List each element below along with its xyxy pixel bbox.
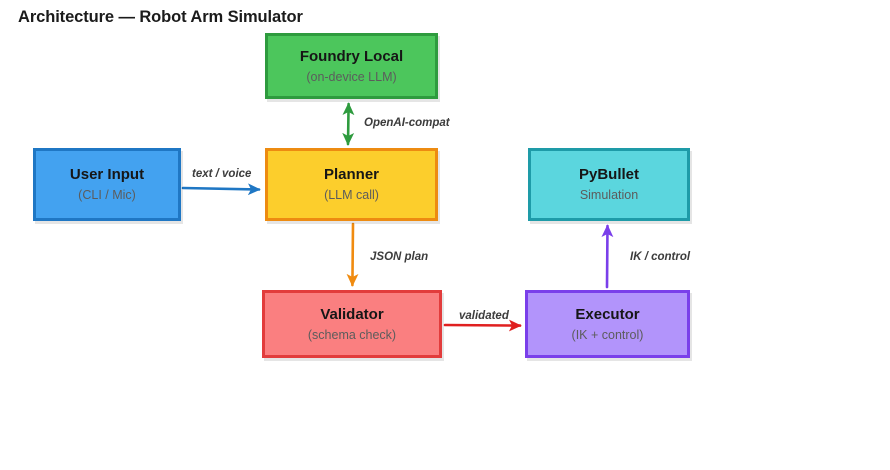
node-title: Foundry Local (299, 47, 404, 65)
edge-ik-control (601, 224, 614, 289)
node-subtitle: (CLI / Mic) (78, 188, 136, 203)
node-subtitle: (schema check) (307, 327, 397, 342)
edge-text-voice (181, 183, 261, 196)
node-subtitle: (IK + control) (571, 327, 644, 342)
edge-label-validated: validated (459, 310, 509, 322)
node-user-input[interactable]: User Input (CLI / Mic) (33, 148, 181, 221)
node-foundry-local[interactable]: Foundry Local (on-device LLM) (265, 33, 438, 99)
node-executor[interactable]: Executor (IK + control) (525, 290, 690, 358)
page-title: Architecture — Robot Arm Simulator (18, 8, 303, 26)
node-title: Executor (575, 305, 640, 323)
node-title: Validator (320, 305, 384, 323)
edge-label-openai-compat: OpenAI-compat (364, 117, 450, 129)
node-title: Planner (323, 166, 380, 184)
node-subtitle: (on-device LLM) (306, 69, 397, 84)
node-subtitle: (LLM call) (324, 188, 379, 203)
edge-label-ik-control: IK / control (630, 251, 691, 263)
node-validator[interactable]: Validator (schema check) (262, 290, 442, 358)
node-title: PyBullet (578, 166, 639, 184)
edge-label-text-voice: text / voice (192, 168, 252, 180)
node-subtitle: Simulation (579, 188, 639, 203)
edge-validated (443, 319, 522, 332)
edge-label-json-plan: JSON plan (370, 251, 429, 263)
edge-json-plan (346, 222, 359, 287)
node-title: User Input (69, 166, 145, 184)
edge-openai-compat (342, 102, 355, 146)
node-planner[interactable]: Planner (LLM call) (265, 148, 438, 221)
node-pybullet[interactable]: PyBullet Simulation (528, 148, 690, 221)
